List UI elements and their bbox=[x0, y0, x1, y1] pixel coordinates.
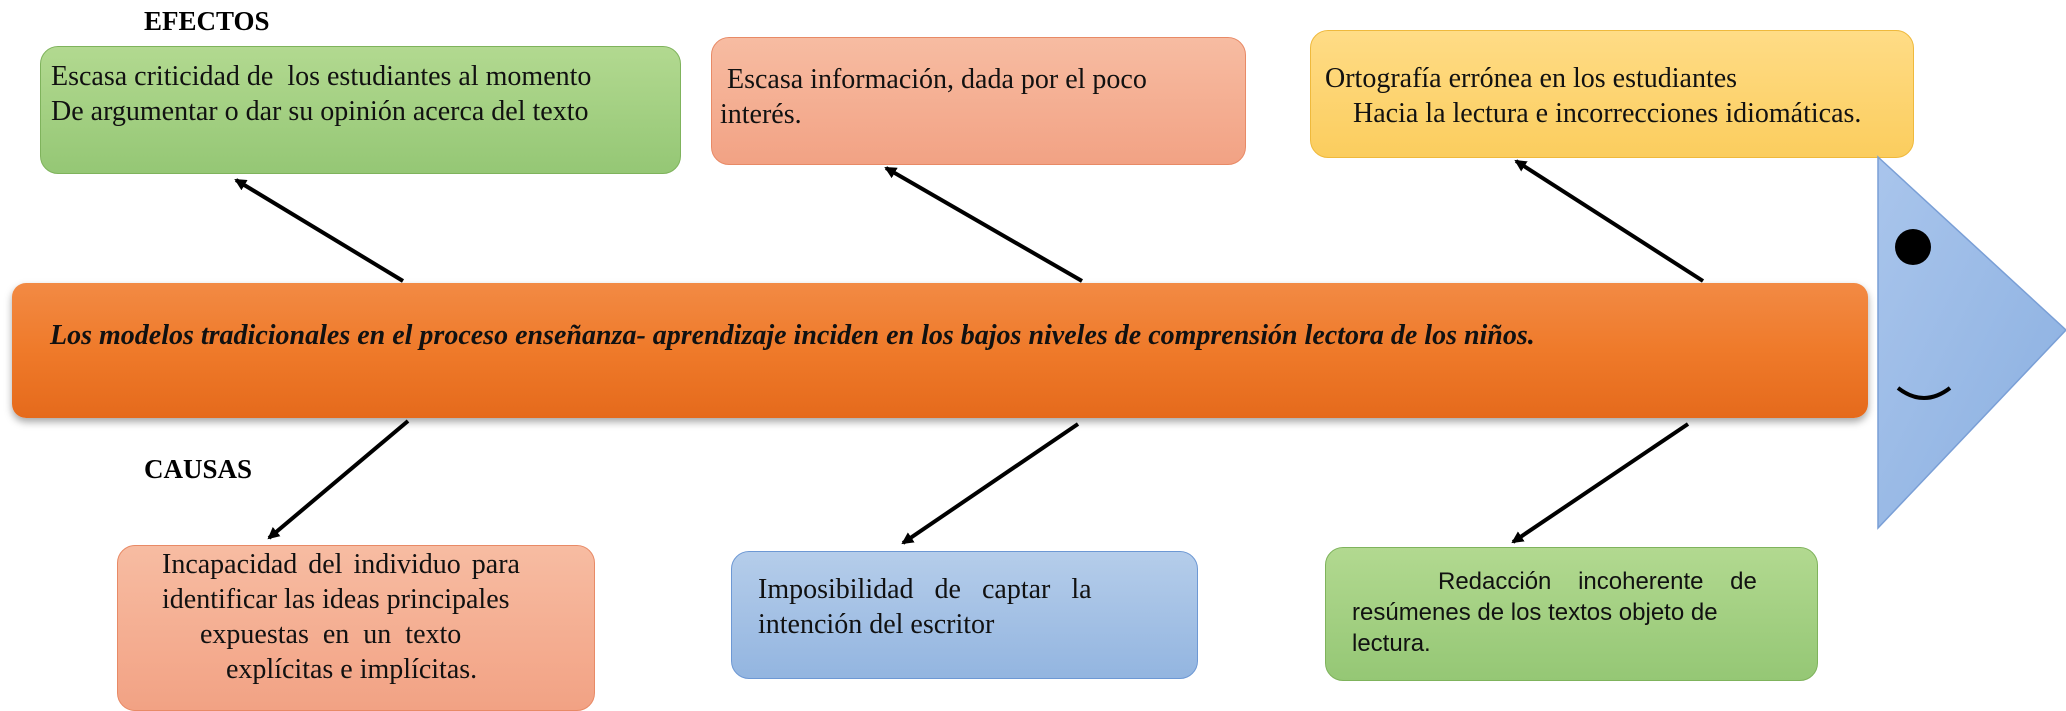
effect-1-line-2: De argumentar o dar su opinión acerca de… bbox=[51, 96, 589, 127]
cause-box-1: Incapacidad del individuo para identific… bbox=[117, 545, 595, 711]
cause-3-line-2: resúmenes de los textos objeto de bbox=[1352, 599, 1718, 626]
effect-arrow-1 bbox=[234, 178, 405, 283]
problem-statement: Los modelos tradicionales en el proceso … bbox=[50, 320, 1535, 351]
effect-2-line-1: Escasa información, dada por el poco bbox=[720, 64, 1147, 95]
problem-spine bbox=[12, 283, 1868, 418]
effect-box-3: Ortografía errónea en los estudiantes Ha… bbox=[1310, 30, 1914, 158]
cause-box-2: Imposibilidad de captar la intención del… bbox=[731, 551, 1198, 679]
cause-1-line-2: identificar las ideas principales bbox=[162, 584, 510, 615]
cause-1-line-4: explícitas e implícitas. bbox=[226, 654, 478, 685]
fish-smile-icon bbox=[1896, 386, 1952, 400]
cause-2-line-1: Imposibilidad de captar la bbox=[758, 574, 1092, 605]
effect-2-line-2: interés. bbox=[720, 99, 802, 130]
effects-heading: EFECTOS bbox=[144, 6, 270, 36]
cause-3-line-1: Redacción incoherente de bbox=[1438, 568, 1757, 595]
effect-box-1: Escasa criticidad de los estudiantes al … bbox=[40, 46, 681, 174]
cause-2-line-2: intención del escritor bbox=[758, 609, 995, 640]
effect-3-line-2: Hacia la lectura e incorrecciones idiomá… bbox=[1325, 98, 1862, 129]
effect-arrow-3 bbox=[1514, 159, 1705, 283]
cause-box-3: Redacción incoherente de resúmenes de lo… bbox=[1325, 547, 1818, 681]
cause-3-line-3: lectura. bbox=[1352, 630, 1431, 657]
cause-arrow-3 bbox=[1511, 422, 1690, 544]
effect-box-2: Escasa información, dada por el poco int… bbox=[711, 37, 1246, 165]
effect-arrow-2 bbox=[884, 166, 1083, 283]
cause-1-line-1: Incapacidad del individuo para bbox=[162, 549, 520, 580]
cause-arrow-1 bbox=[267, 419, 410, 540]
cause-arrow-2 bbox=[901, 422, 1080, 545]
fish-eye-icon bbox=[1895, 229, 1931, 265]
causes-heading: CAUSAS bbox=[144, 454, 253, 484]
effect-1-line-1: Escasa criticidad de los estudiantes al … bbox=[51, 61, 592, 92]
effect-3-line-1: Ortografía errónea en los estudiantes bbox=[1325, 63, 1738, 94]
cause-1-line-3: expuestas en un texto bbox=[200, 619, 462, 650]
